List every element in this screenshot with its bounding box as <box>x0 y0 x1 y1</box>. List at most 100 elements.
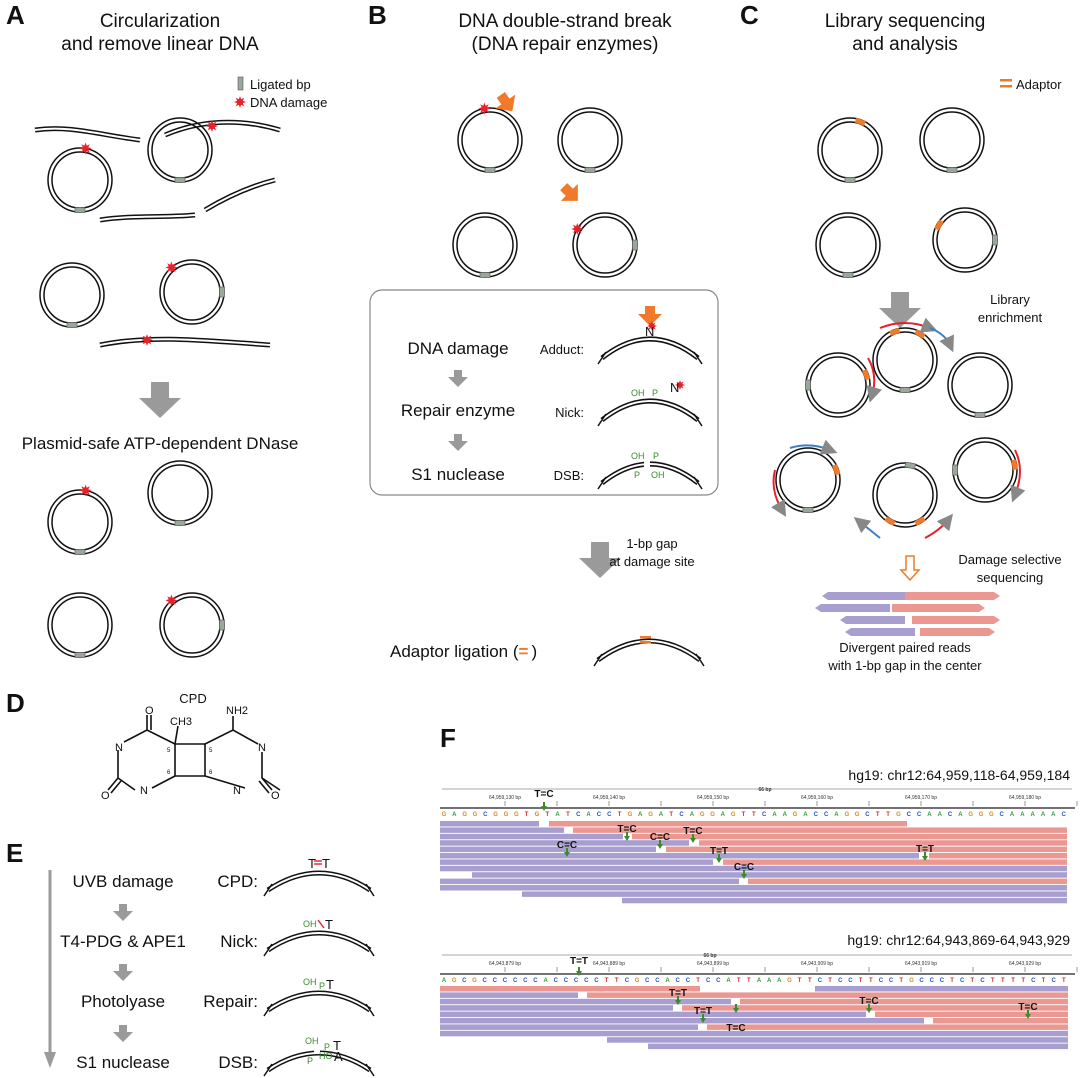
strand-end-tick <box>263 1003 273 1017</box>
read-direction-arrow <box>879 317 938 333</box>
strand-end-tick <box>597 413 607 427</box>
forward-read <box>440 853 919 859</box>
strand-end-tick <box>597 476 607 490</box>
reference-base: C <box>824 812 829 818</box>
panel-c: C Library sequencing and analysis Adapto… <box>740 0 1062 673</box>
panel-c-title-1: Library sequencing <box>825 11 986 32</box>
reference-base: T <box>991 978 995 984</box>
cpd-dna-arc <box>266 870 372 893</box>
plasmid-outer-strand <box>147 460 213 526</box>
b-dsb-oh-bottom: OH <box>651 470 665 480</box>
plasmid-inner-strand <box>456 216 514 274</box>
ruler-tick-label: 64,943,899 bp <box>697 961 729 967</box>
reverse-read <box>929 853 1067 859</box>
reference-base: G <box>635 978 640 984</box>
ligated-bp-icon <box>74 207 86 213</box>
reference-base: C <box>848 978 853 984</box>
linear-dna <box>203 177 276 213</box>
ruler-tick-label: 64,943,889 bp <box>593 961 625 967</box>
reference-base: C <box>940 978 945 984</box>
reference-base: A <box>586 812 591 818</box>
reference-base: A <box>1020 812 1025 818</box>
reference-base: T <box>566 812 570 818</box>
plasmid-inner-strand <box>51 493 109 551</box>
reference-base: T <box>869 978 873 984</box>
plasmid-inner-strand <box>923 111 981 169</box>
strand-end-tick <box>263 883 273 897</box>
legend-ligated-icon <box>237 76 244 91</box>
reference-base: G <box>442 812 447 818</box>
reference-base: T <box>798 978 802 984</box>
e-cpd-t1: T <box>308 856 316 871</box>
panel-label-b: B <box>368 0 387 30</box>
read-direction-arrow <box>866 357 882 403</box>
reference-base: C <box>930 978 935 984</box>
reference-base: C <box>889 978 894 984</box>
reference-base: A <box>638 812 643 818</box>
reference-base: T <box>605 978 609 984</box>
e-step-3: Photolyase <box>81 992 165 1011</box>
legend-adaptor-icon <box>1000 79 1012 82</box>
b-state-nick: Nick: <box>555 405 584 420</box>
adaptor-icon <box>832 464 841 476</box>
atom-c5-right: 5 <box>209 748 213 754</box>
reference-base: G <box>452 978 457 984</box>
reference-base: C <box>716 978 721 984</box>
ruler-tick-label: 64,943,919 bp <box>905 961 937 967</box>
reference-base: G <box>628 812 633 818</box>
ligated-bp-icon <box>946 167 958 173</box>
reference-base: T <box>876 812 880 818</box>
adaptor-icon <box>640 641 651 644</box>
forward-read <box>815 986 1068 992</box>
ligated-bp-icon <box>219 619 225 631</box>
ligated-bp-icon <box>899 387 911 393</box>
reference-base: A <box>757 978 762 984</box>
reference-base: T <box>950 978 954 984</box>
reference-base: C <box>576 812 581 818</box>
strand-end-tick <box>365 883 375 897</box>
reference-base: C <box>607 812 612 818</box>
forward-read <box>440 865 1067 872</box>
reference-base: T <box>828 978 832 984</box>
ligated-bp-icon <box>802 507 814 513</box>
ruler-tick-label: 64,959,140 bp <box>593 795 625 801</box>
cpd-title: CPD <box>179 691 206 706</box>
gap-arrow-head <box>690 838 696 843</box>
dimer-annotation: T=T <box>916 844 934 855</box>
read-direction-arrow <box>853 517 881 539</box>
linear-dna-outer <box>203 177 276 213</box>
b-step-2: Repair enzyme <box>401 401 515 420</box>
panel-f: F hg19: chr12:64,959,118-64,959,184 66 b… <box>440 723 1078 1050</box>
damage-pointer-arrow-icon <box>638 306 662 326</box>
reference-base: A <box>726 978 731 984</box>
adaptor-icon <box>640 636 651 639</box>
reference-base: T <box>615 978 619 984</box>
ligated-bp-icon <box>952 464 958 476</box>
plasmid-inner-strand <box>151 464 209 522</box>
gap-arrow-head <box>700 1018 706 1023</box>
adaptor-icon <box>1011 459 1018 471</box>
reference-base: C <box>533 978 538 984</box>
legend-ligated-label: Ligated bp <box>250 77 311 92</box>
track2-locus: hg19: chr12:64,943,869-64,943,929 <box>847 932 1070 948</box>
process-arrow-icon <box>139 382 181 418</box>
e-step-4: S1 nuclease <box>76 1053 170 1072</box>
reference-base: A <box>803 812 808 818</box>
enrich-label-2: enrichment <box>978 310 1043 325</box>
panel-label-d: D <box>6 688 25 718</box>
dna-damage-icon <box>675 380 685 390</box>
reference-base: T <box>669 812 673 818</box>
reference-base: A <box>783 812 788 818</box>
plasmid-inner-strand <box>576 216 634 274</box>
reference-base: T <box>859 978 863 984</box>
sequencing-arrow-icon <box>899 555 921 582</box>
reference-base: C <box>706 978 711 984</box>
atom-c6-right: 6 <box>209 770 213 776</box>
repair-dna-arc-inner <box>267 992 371 1011</box>
e-repair-p: P <box>319 981 325 991</box>
strand-end-tick <box>365 943 375 957</box>
forward-read <box>840 616 905 624</box>
ruler-tick-label: 64,959,130 bp <box>489 795 521 801</box>
strand-end-tick <box>263 943 273 957</box>
reference-base: T <box>747 978 751 984</box>
